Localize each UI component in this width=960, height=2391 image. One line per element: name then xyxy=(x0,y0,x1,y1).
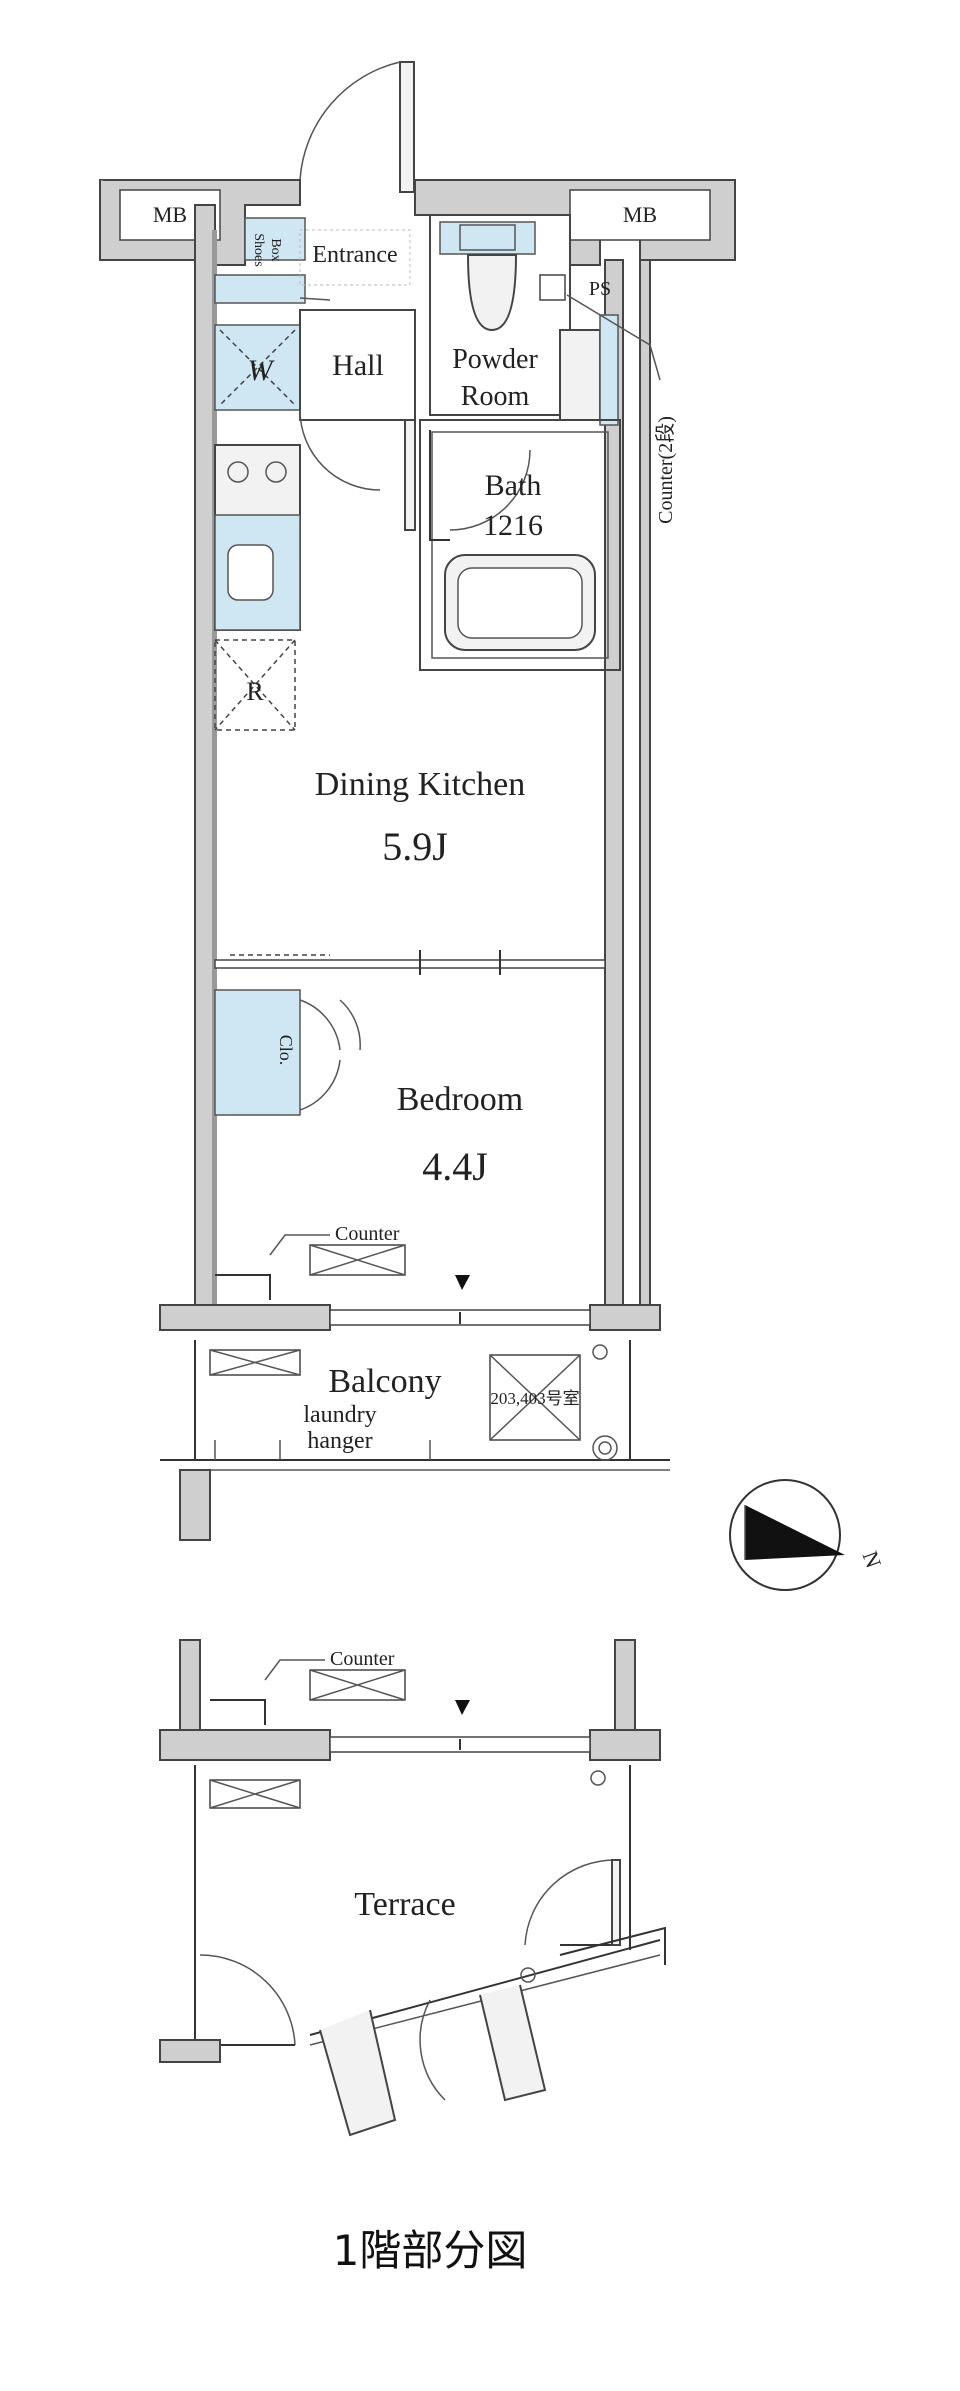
hall-label: Hall xyxy=(332,349,384,382)
bedroom-size: 4.4J xyxy=(422,1144,488,1189)
ps-label: PS xyxy=(589,278,611,300)
powder-room-label-line2: Room xyxy=(461,381,530,412)
powder-room-label-line1: Powder xyxy=(452,344,538,375)
balcony-label: Balcony xyxy=(328,1363,441,1400)
closet-label: Clo. xyxy=(276,1035,296,1066)
mb-left-label: MB xyxy=(153,202,187,227)
bath-label-line2: 1216 xyxy=(483,509,543,542)
counter-bedroom-label: Counter xyxy=(335,1223,400,1245)
top-wall xyxy=(99,179,736,1331)
counter-2-tier-label: Counter(2段) xyxy=(654,416,677,524)
compass: N xyxy=(729,1479,887,1591)
closet xyxy=(214,989,361,1116)
compass-north-label: N xyxy=(858,1548,887,1572)
terrace-label: Terrace xyxy=(354,1886,455,1923)
hall-area xyxy=(214,309,416,531)
washer-label: W xyxy=(248,354,276,387)
bathroom xyxy=(419,419,621,671)
entrance-area xyxy=(214,217,411,304)
powder-room xyxy=(429,214,619,426)
bath-label-line1: Bath xyxy=(485,469,542,502)
kitchen-counter xyxy=(214,444,301,731)
dining-kitchen-label: Dining Kitchen xyxy=(315,766,526,803)
counter-terrace-label: Counter xyxy=(330,1648,395,1670)
shoes-box-label-line1: Shoes xyxy=(251,233,266,266)
entrance-door xyxy=(299,61,415,193)
balcony xyxy=(160,1340,670,1541)
upper-unit-plan: MB MB Entrance Shoes Box W Hall xyxy=(99,61,736,1541)
laundry-hanger-label-line2: hanger xyxy=(307,1428,372,1454)
floor-caption: 1階部分図 xyxy=(333,2226,528,2275)
bedroom-label: Bedroom xyxy=(397,1081,524,1118)
mb-right-label: MB xyxy=(623,202,657,227)
terrace-counter xyxy=(210,1659,470,1725)
bedroom-counter xyxy=(215,1234,470,1300)
bedroom-partition xyxy=(214,950,606,975)
laundry-hanger-label-line1: laundry xyxy=(303,1402,376,1428)
balcony-wall xyxy=(159,1304,661,1331)
unit-number-note: 203,403号室 xyxy=(490,1389,579,1408)
dining-kitchen-size: 5.9J xyxy=(382,824,448,869)
counter-leader-line xyxy=(566,294,661,381)
shoes-box-label-line2: Box xyxy=(268,238,283,261)
terrace-plan: Counter xyxy=(159,1639,666,2137)
refrigerator-label: R xyxy=(246,677,264,706)
entrance-label: Entrance xyxy=(312,242,397,268)
